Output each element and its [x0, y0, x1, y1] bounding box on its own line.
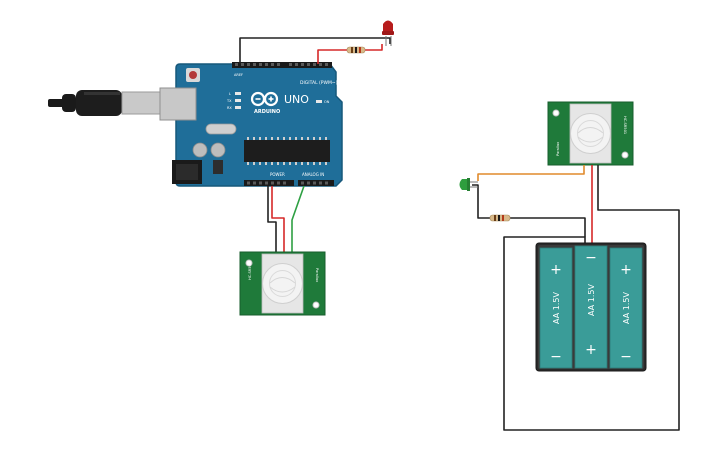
digital-label: DIGITAL (PWM~) — [300, 80, 338, 86]
svg-text:AREF: AREF — [234, 73, 243, 77]
usb-jack — [159, 87, 197, 121]
cell-2-bottom-symbol: + — [585, 342, 597, 358]
analog-label: ANALOG IN — [302, 172, 324, 177]
usb-cable — [48, 90, 161, 116]
atmega-chip — [244, 140, 330, 162]
wire-gnd-to-led[interactable] — [239, 37, 391, 64]
digital-header — [232, 62, 332, 68]
cell-3-label: AA 1.5V — [622, 292, 631, 324]
model-label: UNO — [284, 93, 309, 106]
pir-left-label-a: HC-SR501 — [248, 262, 252, 280]
resistor-top[interactable] — [346, 46, 366, 54]
pir-left-label-b: Parallax — [315, 268, 319, 283]
resistor-right[interactable] — [489, 214, 511, 222]
svg-text:ON: ON — [324, 100, 330, 104]
arduino-uno-board[interactable]: DIGITAL (PWM~) AREF UNO ARDUINO L TX RX … — [159, 62, 343, 187]
cell-1-bottom-symbol: − — [550, 349, 562, 365]
pir-right-label-b: HC-SR501 — [623, 116, 627, 134]
green-led[interactable] — [459, 178, 479, 191]
cell-2-label: AA 1.5V — [587, 284, 596, 316]
status-leds: L TX RX ON — [226, 92, 330, 110]
power-label: POWER — [270, 172, 285, 177]
red-led[interactable] — [382, 20, 394, 47]
battery-cell-1: + AA 1.5V − — [539, 247, 573, 369]
cell-1-top-symbol: + — [550, 262, 562, 278]
battery-pack[interactable]: + AA 1.5V − − AA 1.5V + + AA 1.5V − — [535, 242, 647, 372]
wire-resistor-to-led[interactable] — [365, 44, 383, 51]
arduino-logo — [250, 91, 279, 107]
brand-label: ARDUINO — [254, 109, 280, 115]
cell-3-bottom-symbol: − — [620, 349, 632, 365]
pir-sensor-right[interactable]: Parallax HC-SR501 — [547, 101, 634, 166]
pir-sensor-left[interactable]: HC-SR501 Parallax — [239, 251, 326, 316]
wire-sensor-signal[interactable] — [291, 185, 305, 252]
pir-right-label-a: Parallax — [556, 141, 560, 156]
wire-resistor-to-battery[interactable] — [510, 217, 586, 237]
wire-led-to-resistor[interactable] — [472, 184, 490, 219]
battery-cell-2: − AA 1.5V + — [574, 245, 608, 369]
wire-pin-to-resistor[interactable] — [317, 49, 347, 64]
svg-text:L: L — [229, 92, 231, 96]
cell-2-top-symbol: − — [585, 250, 597, 266]
power-header — [244, 180, 294, 186]
wire-sensor-to-led[interactable] — [477, 165, 585, 181]
cell-1-label: AA 1.5V — [552, 292, 561, 324]
wire-sensor-gnd[interactable] — [267, 186, 277, 252]
svg-text:RX: RX — [227, 106, 232, 110]
cell-3-top-symbol: + — [620, 262, 632, 278]
wire-sensor-ground-loop[interactable] — [503, 165, 680, 431]
battery-cell-3: + AA 1.5V − — [609, 247, 643, 369]
capacitor — [192, 142, 208, 158]
wire-sensor-vcc[interactable] — [271, 186, 285, 252]
crystal — [205, 123, 237, 135]
capacitor — [210, 142, 226, 158]
svg-text:TX: TX — [226, 99, 232, 103]
